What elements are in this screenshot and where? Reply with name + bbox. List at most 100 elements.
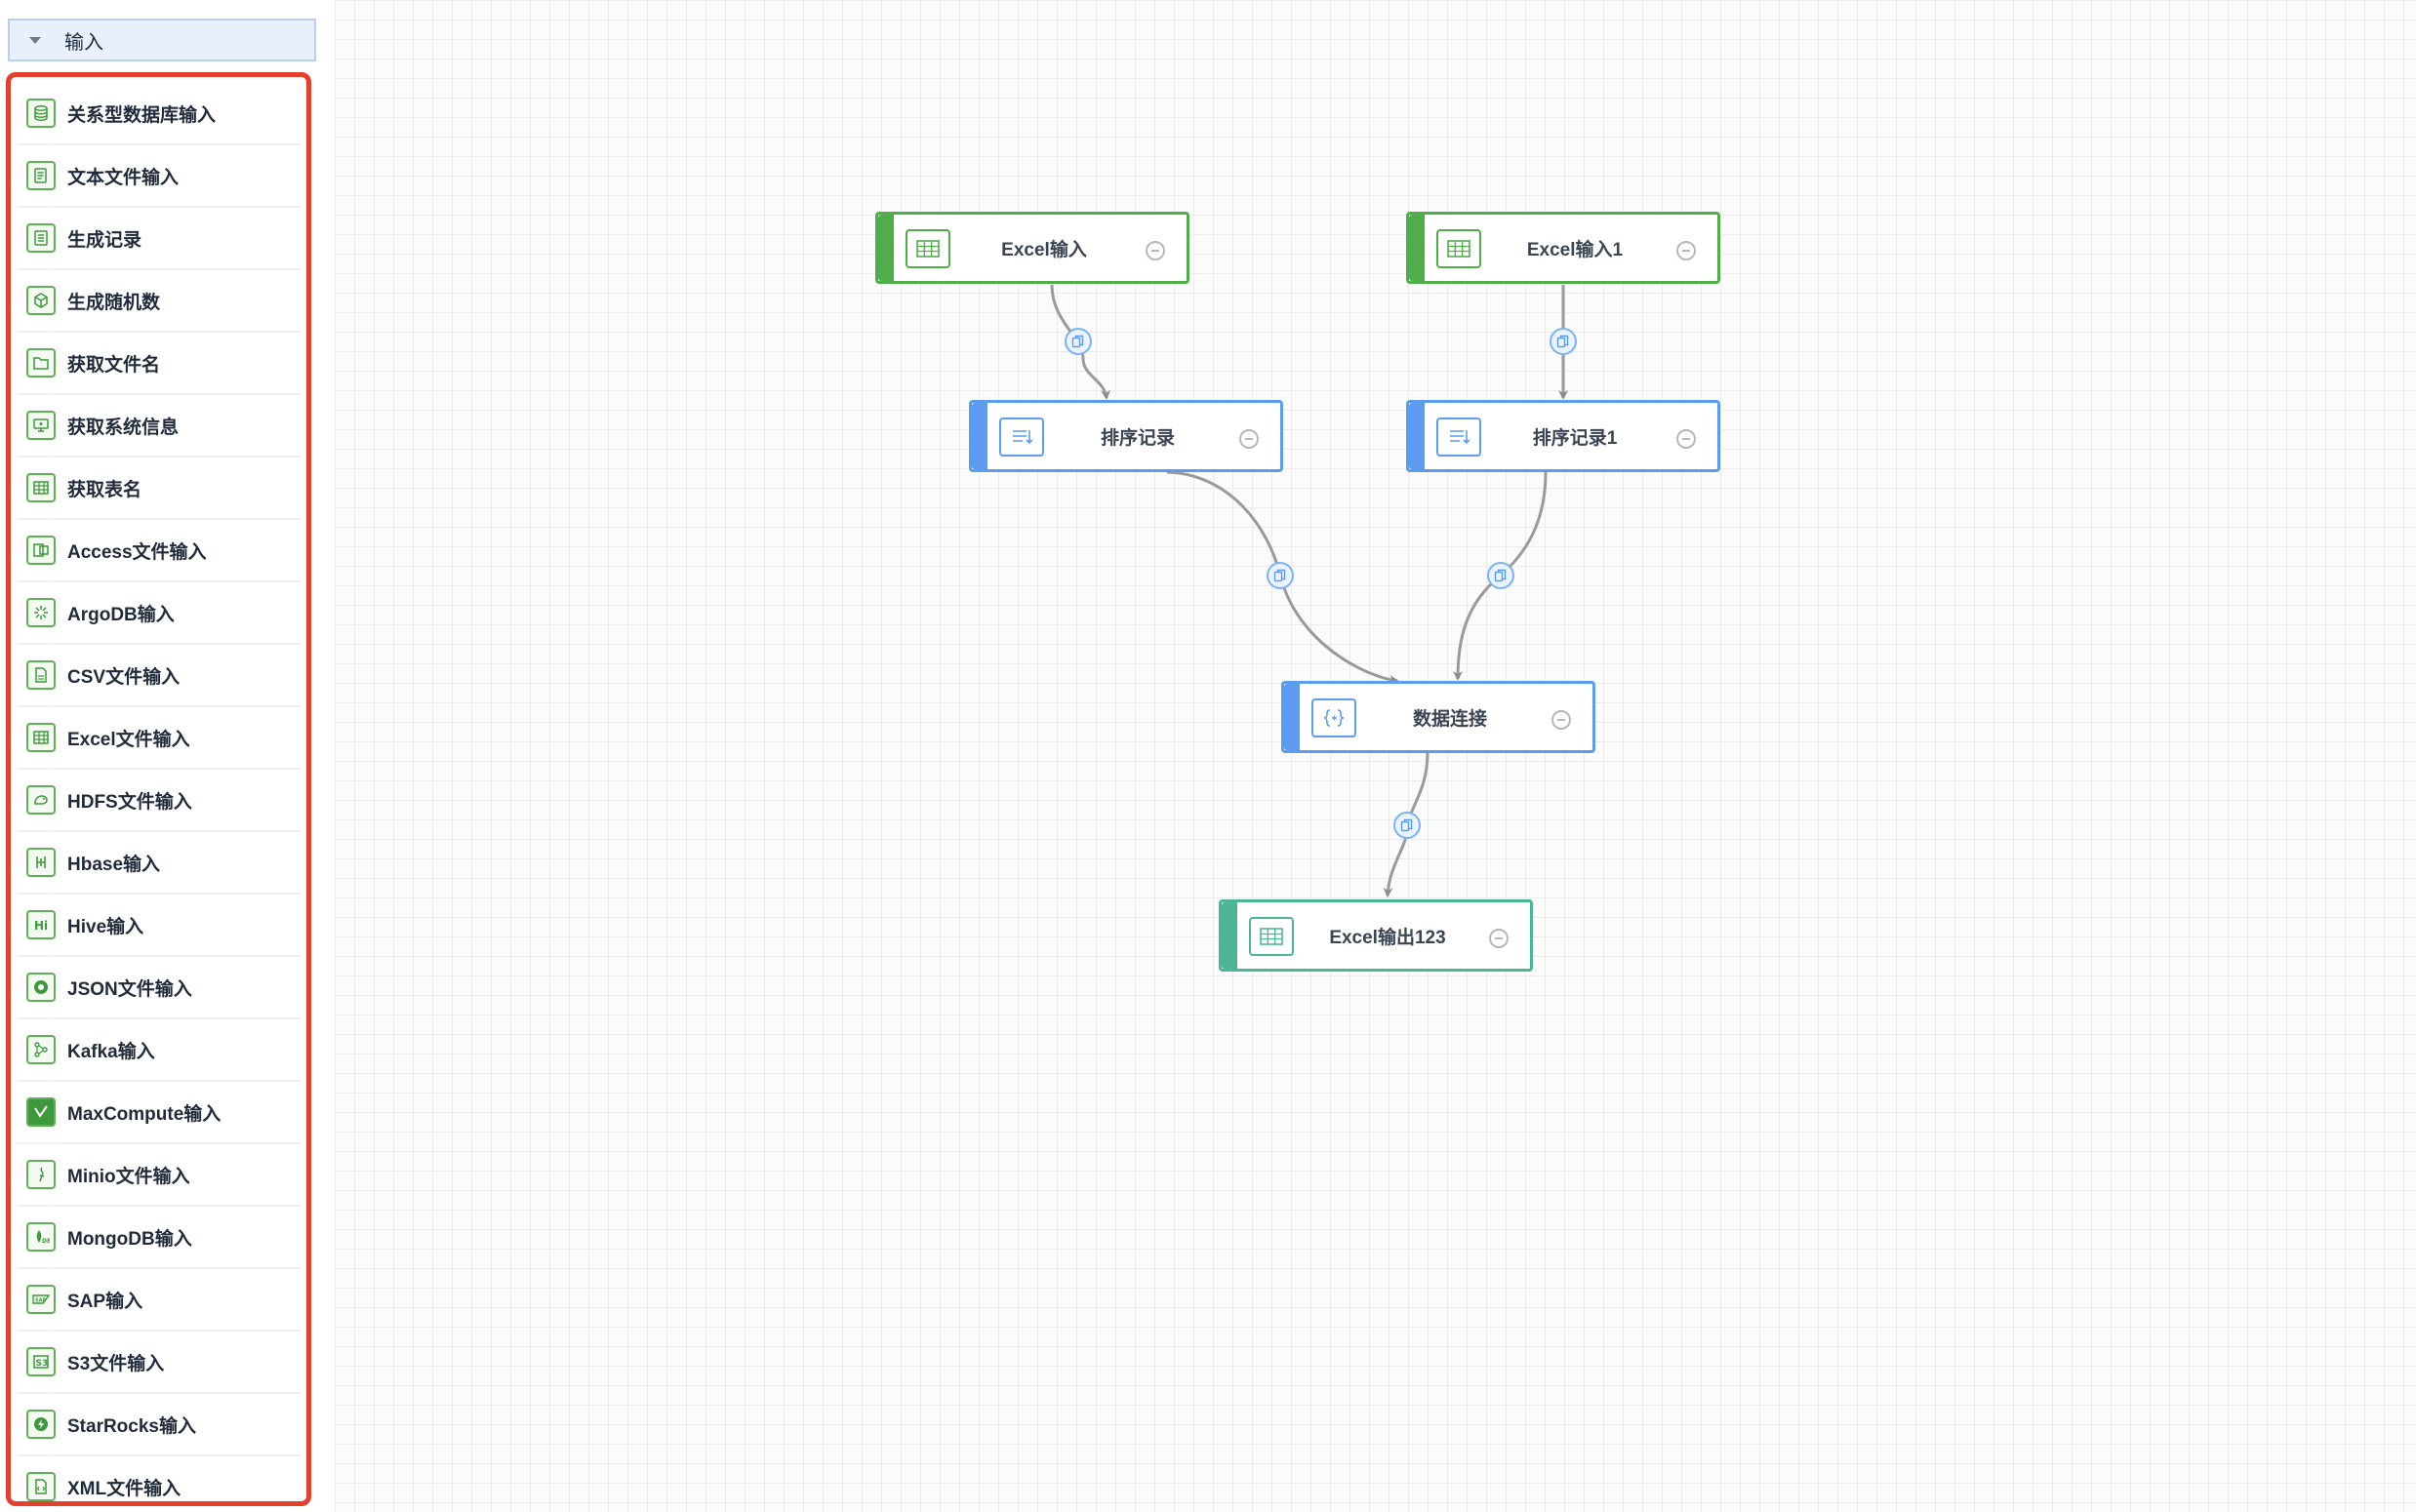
item-label: Minio文件输入 xyxy=(67,1166,190,1187)
hive-icon: Hi xyxy=(26,910,56,939)
list-item-hbase-input[interactable]: Hbase输入 xyxy=(17,832,301,895)
item-label: 生成随机数 xyxy=(67,292,161,313)
item-label: Hbase输入 xyxy=(67,854,161,875)
node-data-join[interactable]: 数据连接 xyxy=(1281,681,1595,753)
edge-handle-copy-icon[interactable] xyxy=(1487,562,1514,589)
edge-handle-copy-icon[interactable] xyxy=(1065,328,1092,355)
item-label: Kafka输入 xyxy=(67,1041,155,1062)
item-label: HDFS文件输入 xyxy=(67,791,192,813)
node-menu-icon[interactable] xyxy=(1489,929,1509,948)
node-label: 排序记录1 xyxy=(1532,427,1618,449)
list-item-excel-input[interactable]: Excel文件输入 xyxy=(17,707,301,770)
node-menu-icon[interactable] xyxy=(1239,429,1259,449)
item-label: 获取系统信息 xyxy=(67,417,180,438)
list-item-get-system-info[interactable]: 获取系统信息 xyxy=(17,395,301,458)
item-label: 获取表名 xyxy=(67,479,142,500)
csv-icon xyxy=(26,660,56,690)
json-icon xyxy=(26,973,56,1002)
node-stripe xyxy=(878,215,894,281)
node-menu-icon[interactable] xyxy=(1551,710,1571,730)
list-item-get-filename[interactable]: 获取文件名 xyxy=(17,333,301,395)
edge-handle-copy-icon[interactable] xyxy=(1393,812,1421,839)
item-label: ArgoDB输入 xyxy=(67,604,175,625)
node-excel-output-123[interactable]: Excel输出123 xyxy=(1219,899,1533,972)
edge-handle-copy-icon[interactable] xyxy=(1550,328,1577,355)
table-icon xyxy=(1249,917,1294,956)
database-icon xyxy=(26,99,56,128)
item-label: JSON文件输入 xyxy=(67,978,192,1000)
item-label: Access文件输入 xyxy=(67,541,207,563)
list-item-minio-input[interactable]: Minio文件输入 xyxy=(17,1144,301,1207)
item-label: MongoDB输入 xyxy=(67,1228,192,1250)
node-label: Excel输出123 xyxy=(1329,927,1446,948)
list-item-hive-input[interactable]: Hi Hive输入 xyxy=(17,895,301,957)
svg-text:DB: DB xyxy=(42,1238,50,1245)
xml-icon xyxy=(26,1472,56,1501)
input-component-list: 关系型数据库输入 文本文件输入 生成记录 生成随机数 xyxy=(6,72,311,1506)
item-label: MaxCompute输入 xyxy=(67,1103,221,1125)
node-stripe xyxy=(1409,403,1425,469)
list-item-xml-input[interactable]: XML文件输入 xyxy=(17,1456,301,1501)
flow-canvas[interactable] xyxy=(335,0,2416,1512)
node-label: 数据连接 xyxy=(1412,708,1487,730)
list-item-hdfs-input[interactable]: HDFS文件输入 xyxy=(17,770,301,832)
list-item-text-file-input[interactable]: 文本文件输入 xyxy=(17,145,301,208)
item-label: 关系型数据库输入 xyxy=(67,104,217,126)
table-icon xyxy=(26,473,56,502)
cube-icon xyxy=(26,286,56,315)
list-item-generate-records[interactable]: 生成记录 xyxy=(17,208,301,270)
excel-icon xyxy=(26,723,56,752)
list-item-mongodb-input[interactable]: DB MongoDB输入 xyxy=(17,1207,301,1269)
list-item-get-table-name[interactable]: 获取表名 xyxy=(17,458,301,520)
mongodb-icon: DB xyxy=(26,1222,56,1252)
item-label: 获取文件名 xyxy=(67,354,161,376)
node-sort-records[interactable]: 排序记录 xyxy=(969,400,1283,472)
list-item-csv-input[interactable]: CSV文件输入 xyxy=(17,645,301,707)
list-item-json-input[interactable]: JSON文件输入 xyxy=(17,957,301,1019)
svg-text:SAP: SAP xyxy=(35,1298,46,1304)
node-label: Excel输入 xyxy=(1001,239,1087,260)
node-stripe xyxy=(972,403,987,469)
node-excel-input-1[interactable]: Excel输入1 xyxy=(1406,212,1720,284)
list-item-starrocks-input[interactable]: StarRocks输入 xyxy=(17,1394,301,1456)
item-label: Excel文件输入 xyxy=(67,729,190,750)
maxcompute-icon xyxy=(26,1097,56,1127)
item-label: CSV文件输入 xyxy=(67,666,181,688)
minio-icon xyxy=(26,1160,56,1189)
node-menu-icon[interactable] xyxy=(1146,241,1165,260)
list-item-relational-db-input[interactable]: 关系型数据库输入 xyxy=(17,83,301,145)
edge-handle-copy-icon[interactable] xyxy=(1267,562,1294,589)
node-excel-input[interactable]: Excel输入 xyxy=(875,212,1189,284)
caret-down-icon xyxy=(29,36,41,44)
list-item-s3-input[interactable]: S3 S3文件输入 xyxy=(17,1332,301,1394)
starrocks-icon xyxy=(26,1410,56,1439)
sort-icon xyxy=(999,418,1044,457)
sort-icon xyxy=(1436,418,1481,457)
item-label: Hive输入 xyxy=(67,916,144,937)
text-file-icon xyxy=(26,161,56,190)
svg-text:S3: S3 xyxy=(36,1359,49,1369)
input-group-header[interactable]: 输入 xyxy=(8,19,316,61)
kafka-icon xyxy=(26,1035,56,1064)
access-icon xyxy=(26,536,56,565)
list-item-sap-input[interactable]: SAP SAP输入 xyxy=(17,1269,301,1332)
list-item-kafka-input[interactable]: Kafka输入 xyxy=(17,1019,301,1082)
folder-icon xyxy=(26,348,56,378)
group-label: 输入 xyxy=(64,31,103,54)
node-sort-records-1[interactable]: 排序记录1 xyxy=(1406,400,1720,472)
system-info-icon xyxy=(26,411,56,440)
item-label: 生成记录 xyxy=(67,229,142,251)
hdfs-icon xyxy=(26,785,56,815)
component-palette: 输入 关系型数据库输入 文本文件输入 生成记录 xyxy=(0,0,332,1512)
node-menu-icon[interactable] xyxy=(1676,429,1696,449)
node-menu-icon[interactable] xyxy=(1676,241,1696,260)
item-label: XML文件输入 xyxy=(67,1478,181,1499)
node-stripe xyxy=(1222,902,1237,969)
item-label: 文本文件输入 xyxy=(67,167,180,188)
list-item-argodb-input[interactable]: ArgoDB输入 xyxy=(17,582,301,645)
node-label: Excel输入1 xyxy=(1526,239,1624,260)
list-item-generate-random[interactable]: 生成随机数 xyxy=(17,270,301,333)
list-item-access-input[interactable]: Access文件输入 xyxy=(17,520,301,582)
list-item-maxcompute-input[interactable]: MaxCompute输入 xyxy=(17,1082,301,1144)
